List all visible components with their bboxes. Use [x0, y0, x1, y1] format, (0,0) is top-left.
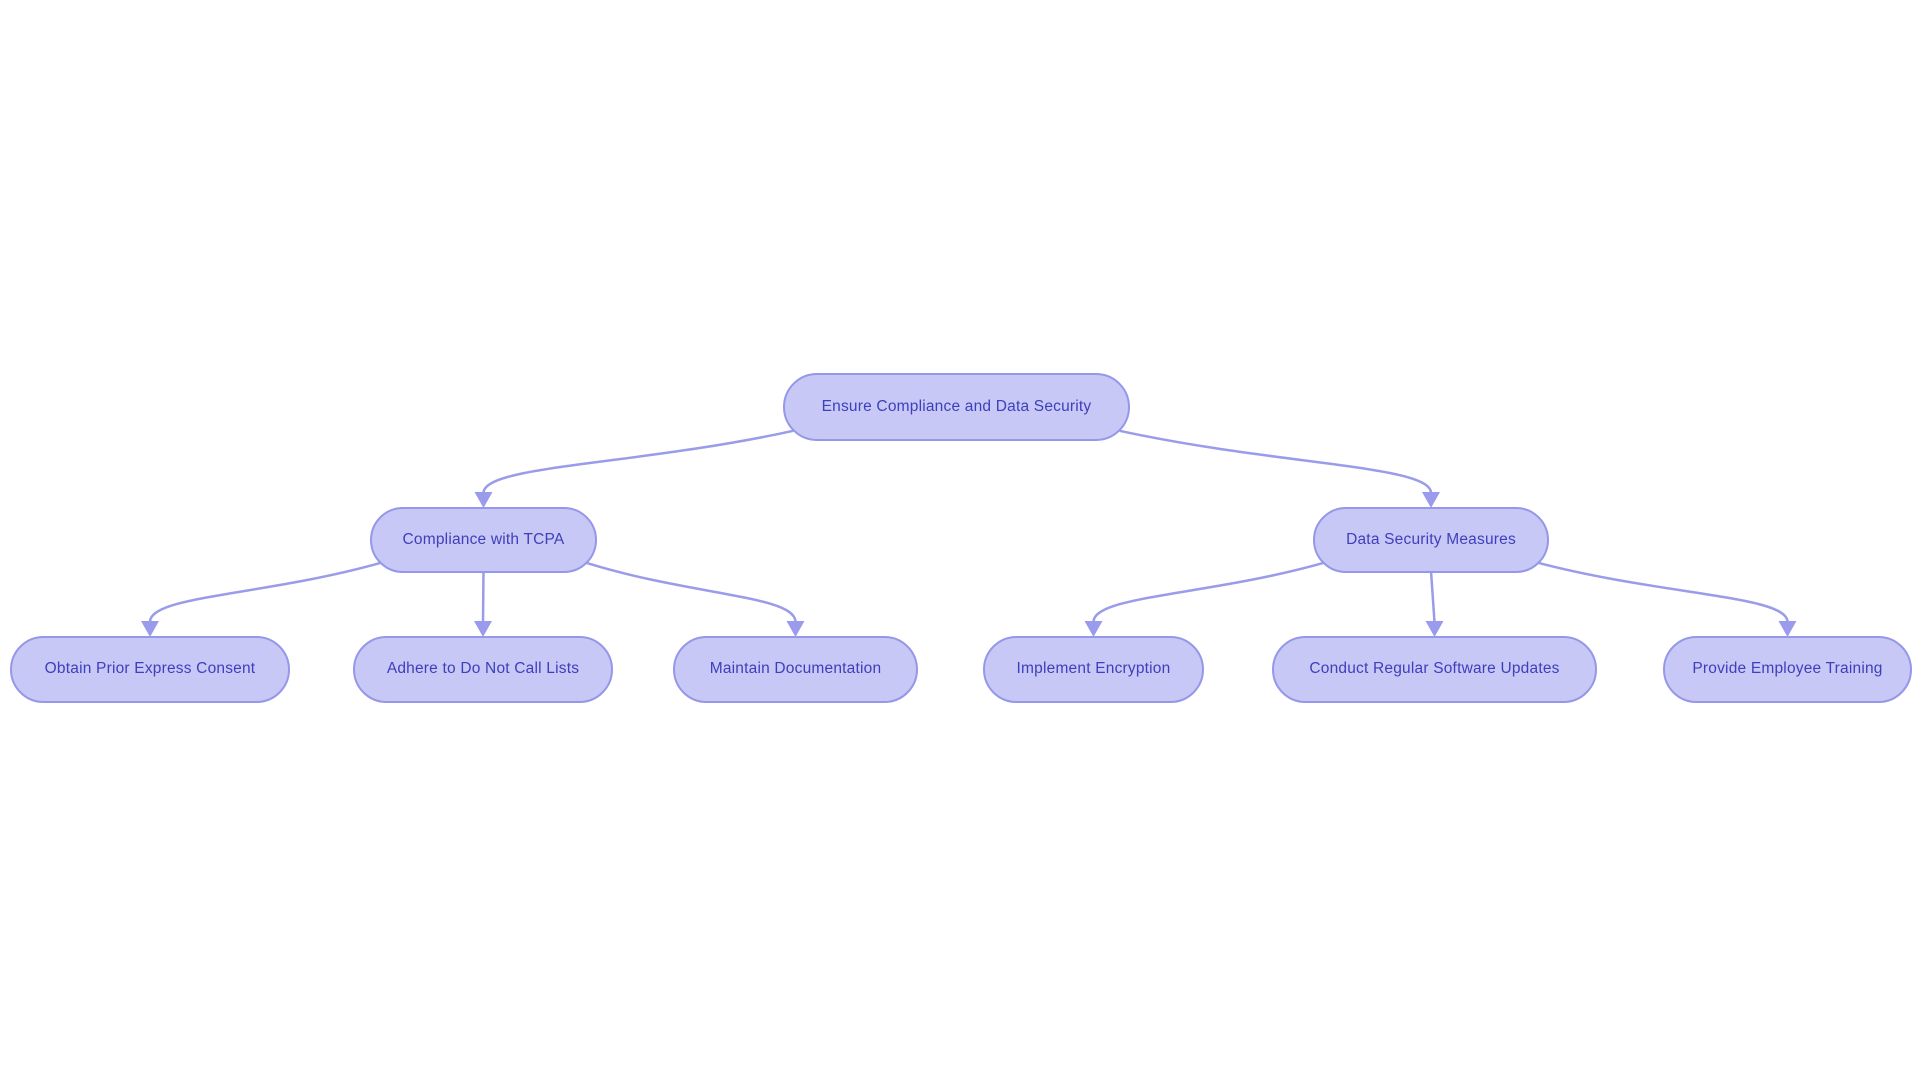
flowchart-node-docs: Maintain Documentation	[673, 636, 918, 703]
flowchart-node-encrypt: Implement Encryption	[983, 636, 1204, 703]
edge-arrowhead-tcpa-consent	[141, 621, 159, 637]
edge-arrowhead-dsm-encrypt	[1084, 621, 1103, 637]
edge-line-tcpa-docs	[586, 561, 797, 623]
node-label: Data Security Measures	[1346, 530, 1516, 548]
edge-arrowhead-root-dsm	[1422, 492, 1440, 508]
node-label: Ensure Compliance and Data Security	[821, 397, 1092, 415]
node-label: Provide Employee Training	[1692, 660, 1883, 678]
flowchart-node-dnc: Adhere to Do Not Call Lists	[353, 636, 613, 703]
edge-arrowhead-tcpa-dnc	[474, 621, 492, 637]
edge-line-dsm-encrypt	[1092, 561, 1324, 623]
edge-arrowhead-root-tcpa	[474, 492, 493, 508]
flowchart-node-dsm: Data Security Measures	[1313, 507, 1549, 573]
flowchart-node-root: Ensure Compliance and Data Security	[783, 373, 1130, 441]
edge-line-root-dsm	[1119, 429, 1433, 494]
flowchart-node-training: Provide Employee Training	[1663, 636, 1912, 703]
node-label: Implement Encryption	[1016, 660, 1171, 678]
node-label: Adhere to Do Not Call Lists	[386, 660, 580, 678]
node-label: Compliance with TCPA	[402, 530, 565, 548]
flowchart-node-tcpa: Compliance with TCPA	[370, 507, 597, 573]
edge-line-tcpa-consent	[148, 561, 381, 623]
edge-arrowhead-dsm-updates	[1425, 621, 1444, 637]
edge-line-dsm-training	[1538, 561, 1789, 623]
edge-line-dsm-updates	[1429, 570, 1436, 623]
edge-line-root-tcpa	[482, 429, 794, 494]
node-label: Maintain Documentation	[709, 660, 882, 678]
node-label: Obtain Prior Express Consent	[44, 660, 256, 678]
flowchart-node-consent: Obtain Prior Express Consent	[10, 636, 290, 703]
edge-arrowhead-tcpa-docs	[786, 621, 805, 637]
edge-line-tcpa-dnc	[481, 570, 485, 623]
node-label: Conduct Regular Software Updates	[1309, 660, 1560, 678]
edge-arrowhead-dsm-training	[1778, 621, 1797, 637]
flowchart-node-updates: Conduct Regular Software Updates	[1272, 636, 1597, 703]
